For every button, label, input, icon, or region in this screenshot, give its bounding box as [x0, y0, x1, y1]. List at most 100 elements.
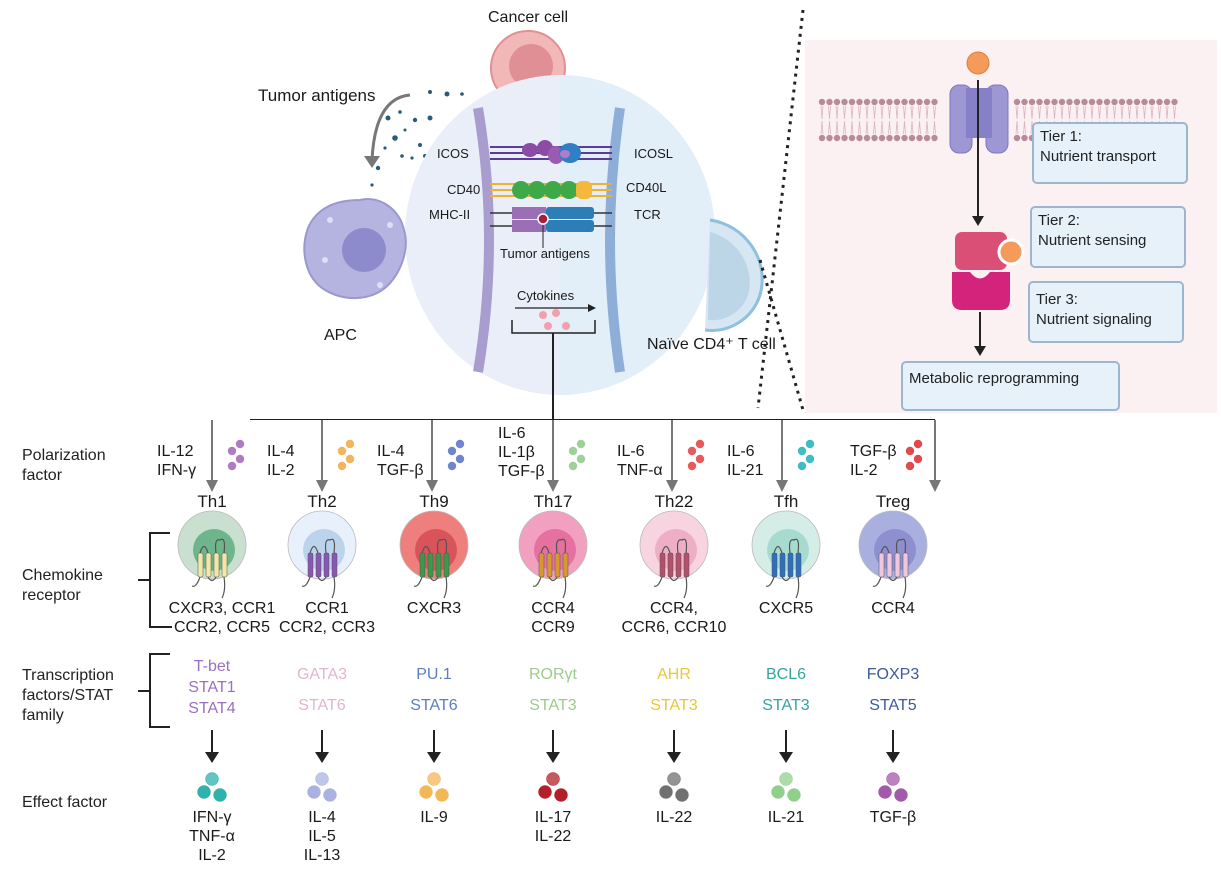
zoom-line: [756, 9, 805, 409]
transcription-factor: T-bet: [193, 658, 231, 675]
cd40-cd40l-pair: [490, 181, 612, 199]
immunological-synapse: [405, 75, 715, 395]
effect-factors: TGF-β: [870, 808, 917, 827]
effect-factor: IL-22: [534, 828, 572, 845]
effect-factor-label: Effect factor: [22, 794, 108, 811]
subset-name-tfh: Tfh: [773, 492, 799, 511]
tier-1-text: Nutrient transport: [1040, 148, 1156, 165]
polarization-factor: TNF-α: [617, 462, 663, 479]
naive-t-cell-icon: [704, 218, 764, 332]
cell-th22-icon: [639, 510, 709, 599]
chemokine-receptor: CCR9: [531, 619, 575, 636]
cell-treg-icon: [858, 510, 928, 599]
chemokine-receptor: CCR1: [305, 600, 349, 617]
subset-name-th22: Th22: [654, 492, 694, 511]
subset-th17-graphics: [518, 420, 588, 802]
cell-th1-icon: [177, 510, 247, 599]
effect-factor: IFN-γ: [192, 809, 232, 826]
polarization-factor: TGF-β: [377, 462, 424, 479]
subset-name-th2: Th2: [307, 492, 337, 511]
transcription-factor: FOXP3: [866, 666, 920, 683]
chemokine-receptor: CXCR3: [406, 600, 462, 617]
effect-factor: IL-2: [198, 847, 226, 864]
subset-name-th9: Th9: [419, 492, 449, 511]
effect-factor-dots: [538, 772, 568, 802]
transcription-factor: STAT1: [188, 679, 236, 696]
tier-2-box: Tier 2: Nutrient sensing: [1030, 206, 1186, 268]
subset-th2-graphics: [287, 420, 357, 802]
effect-factor: TNF-α: [189, 828, 235, 845]
transcription-factor: STAT3: [529, 697, 577, 714]
effect-factor-dots: [307, 772, 337, 802]
chemokine-receptor-icon: [653, 538, 690, 599]
apc-cell-icon: [303, 198, 407, 300]
polarization-factor: IL-21: [727, 462, 764, 479]
antigen-release-arrow: [364, 93, 411, 168]
cancer-cell-label: Cancer cell: [487, 9, 569, 26]
effect-factor: TGF-β: [869, 809, 917, 826]
cell-th2-icon: [287, 510, 357, 599]
chemokine-receptors: CXCR3: [407, 599, 461, 618]
metabolic-reprogramming-box: Metabolic reprogramming: [901, 361, 1120, 411]
chemokine-receptors: CCR4: [871, 599, 915, 618]
arrow-head: [206, 480, 218, 492]
cd40-label: CD40: [447, 182, 481, 197]
polarization-factor: TGF-β: [850, 443, 897, 460]
effect-factors: IL-9: [420, 808, 448, 827]
effect-factor-dots: [878, 772, 908, 802]
chemokine-receptor-icon: [413, 538, 450, 599]
effect-factor-dots: [197, 772, 227, 802]
effect-factor: IL-4: [308, 809, 336, 826]
arrow-head: [316, 480, 328, 492]
polarization-factor: IFN-γ: [157, 462, 197, 479]
cell-th9-icon: [399, 510, 469, 599]
apc-label: APC: [324, 327, 357, 344]
effect-factor: IL-5: [308, 828, 336, 845]
polarization-factor: IL-12: [157, 443, 194, 460]
polarization-factor: IL-6: [727, 443, 755, 460]
chemokine-receptors: CXCR5: [759, 599, 813, 618]
nutrient-sensor-icon: [952, 232, 1025, 356]
effect-factor-dots: [659, 772, 689, 802]
cell-tfh-icon: [751, 510, 821, 599]
polarization-factor: IL-4: [377, 443, 405, 460]
polarization-factor: IL-2: [850, 462, 878, 479]
transcription-factor: STAT4: [188, 700, 236, 717]
effect-factor: IL-13: [303, 847, 341, 864]
cytokines-arrow: [515, 304, 596, 312]
subset-name-th1: Th1: [197, 492, 227, 511]
transcription-factor: AHR: [657, 666, 691, 683]
effect-factor: IL-22: [655, 809, 693, 826]
transcription-factor: STAT6: [298, 697, 346, 714]
chemokine-receptor: CCR4,: [649, 600, 699, 617]
effect-factor-dots: [419, 772, 449, 802]
chemokine-receptor: CCR2, CCR3: [278, 619, 376, 636]
polarization-factor: TGF-β: [498, 463, 545, 480]
subset-treg-graphics: [858, 420, 941, 802]
polarization-dots: [797, 439, 815, 471]
subset-th1-graphics: [177, 439, 247, 802]
polarization-dots: [227, 439, 245, 471]
chemokine-receptor: CCR2, CCR5: [173, 619, 270, 636]
synapse-antigen-label: Tumor antigens: [500, 246, 590, 261]
chemokine-receptor: CXCR5: [758, 600, 814, 617]
chemokine-bracket: [138, 532, 172, 628]
polarization-factor: IL-1β: [498, 444, 535, 461]
subset-th9-graphics: [399, 420, 469, 802]
transcription-factor: STAT5: [869, 697, 917, 714]
